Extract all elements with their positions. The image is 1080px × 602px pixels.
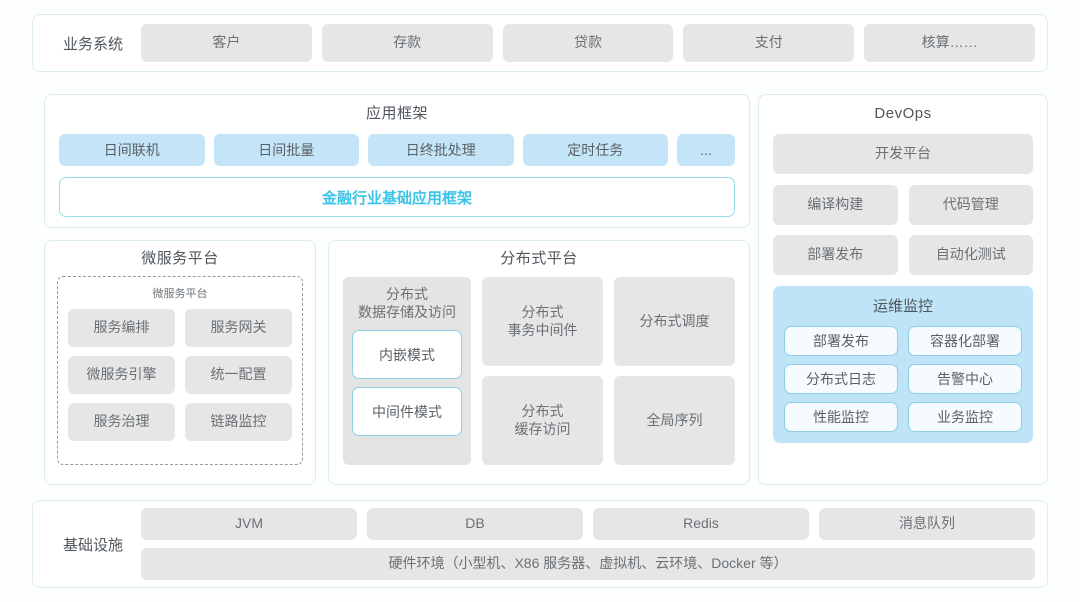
distributed-platform-body: 分布式 数据存储及访问 内嵌模式 中间件模式 分布式 事务中间件 分布式调度 分… bbox=[343, 277, 735, 465]
appframe-item-daytime-batch[interactable]: 日间批量 bbox=[213, 134, 359, 166]
infra-item-redis[interactable]: Redis bbox=[593, 508, 809, 540]
dist-cache-line1: 分布式 bbox=[521, 403, 564, 419]
devops-item-code-management[interactable]: 代码管理 bbox=[908, 185, 1033, 225]
application-framework-items: 日间联机 日间批量 日终批处理 定时任务 ... bbox=[59, 134, 735, 166]
ops-monitoring-title: 运维监控 bbox=[872, 298, 933, 315]
micro-item-microservice-engine[interactable]: 微服务引擎 bbox=[68, 356, 175, 394]
dist-storage-line1: 分布式 bbox=[386, 286, 428, 302]
application-framework-title: 应用框架 bbox=[365, 105, 428, 122]
microservice-platform-items: 服务编排 服务网关 微服务引擎 统一配置 服务治理 链路监控 bbox=[68, 309, 292, 441]
appframe-item-more[interactable]: ... bbox=[677, 134, 735, 166]
devops-item-automated-testing[interactable]: 自动化测试 bbox=[908, 235, 1033, 275]
business-item-customer[interactable]: 客户 bbox=[141, 24, 312, 62]
infrastructure-row: 基础设施 JVM DB Redis 消息队列 硬件环境（小型机、X86 服务器、… bbox=[32, 500, 1048, 588]
distributed-platform-items: 分布式 事务中间件 分布式调度 分布式 缓存访问 全局序列 bbox=[482, 277, 735, 465]
microservice-platform-inner-box: 微服务平台 服务编排 服务网关 微服务引擎 统一配置 服务治理 链路监控 bbox=[57, 276, 303, 465]
dist-tx-line1: 分布式 bbox=[521, 304, 564, 320]
dist-mode-middleware[interactable]: 中间件模式 bbox=[352, 387, 462, 436]
business-system-label: 业务系统 bbox=[62, 35, 123, 53]
application-framework-panel: 应用框架 日间联机 日间批量 日终批处理 定时任务 ... 金融行业基础应用框架 bbox=[44, 94, 750, 228]
infrastructure-content: JVM DB Redis 消息队列 硬件环境（小型机、X86 服务器、虚拟机、云… bbox=[141, 508, 1035, 580]
microservice-platform-inner-title: 微服务平台 bbox=[152, 288, 208, 300]
dist-item-transaction-middleware[interactable]: 分布式 事务中间件 bbox=[482, 277, 603, 366]
infra-item-message-queue[interactable]: 消息队列 bbox=[819, 508, 1035, 540]
business-item-payment[interactable]: 支付 bbox=[683, 24, 855, 62]
appframe-item-daytime-online[interactable]: 日间联机 bbox=[59, 134, 205, 166]
micro-item-trace-monitoring[interactable]: 链路监控 bbox=[185, 403, 292, 441]
dist-item-cache-access[interactable]: 分布式 缓存访问 bbox=[482, 376, 603, 465]
ops-item-business-monitoring[interactable]: 业务监控 bbox=[908, 402, 1022, 432]
devops-item-dev-platform[interactable]: 开发平台 bbox=[773, 134, 1033, 174]
business-item-deposit[interactable]: 存款 bbox=[321, 24, 493, 62]
micro-item-service-orchestration[interactable]: 服务编排 bbox=[68, 309, 175, 347]
micro-item-service-governance[interactable]: 服务治理 bbox=[68, 403, 175, 441]
devops-item-compile-build[interactable]: 编译构建 bbox=[773, 185, 898, 225]
dist-tx-line2: 事务中间件 bbox=[507, 321, 578, 338]
dist-cache-line2: 缓存访问 bbox=[514, 420, 571, 437]
ops-item-alert-center[interactable]: 告警中心 bbox=[908, 364, 1022, 394]
devops-panel: DevOps 开发平台 编译构建 代码管理 部署发布 自动化测试 运维监控 部署… bbox=[758, 94, 1048, 485]
infra-item-db[interactable]: DB bbox=[367, 508, 583, 540]
devops-title: DevOps bbox=[874, 105, 932, 122]
dist-item-global-sequence[interactable]: 全局序列 bbox=[614, 376, 735, 465]
microservice-platform-title: 微服务平台 bbox=[141, 250, 219, 267]
devops-items: 编译构建 代码管理 部署发布 自动化测试 bbox=[773, 185, 1033, 275]
ops-item-container-deploy[interactable]: 容器化部署 bbox=[908, 326, 1022, 356]
ops-item-deploy-release[interactable]: 部署发布 bbox=[784, 326, 898, 356]
ops-monitoring-items: 部署发布 容器化部署 分布式日志 告警中心 性能监控 业务监控 bbox=[784, 326, 1022, 432]
financial-base-framework-banner: 金融行业基础应用框架 bbox=[59, 177, 735, 217]
distributed-platform-title: 分布式平台 bbox=[500, 250, 578, 267]
ops-monitoring-box: 运维监控 部署发布 容器化部署 分布式日志 告警中心 性能监控 业务监控 bbox=[773, 286, 1033, 443]
distributed-data-storage-title: 分布式 数据存储及访问 bbox=[352, 286, 462, 321]
infra-item-jvm[interactable]: JVM bbox=[141, 508, 357, 540]
ops-item-distributed-log[interactable]: 分布式日志 bbox=[784, 364, 898, 394]
business-system-row: 业务系统 客户 存款 贷款 支付 核算…… bbox=[32, 14, 1048, 72]
micro-item-unified-config[interactable]: 统一配置 bbox=[185, 356, 292, 394]
business-item-loan[interactable]: 贷款 bbox=[502, 24, 674, 62]
dist-item-scheduling[interactable]: 分布式调度 bbox=[614, 277, 735, 366]
ops-item-performance-monitoring[interactable]: 性能监控 bbox=[784, 402, 898, 432]
infrastructure-hardware-environment[interactable]: 硬件环境（小型机、X86 服务器、虚拟机、云环境、Docker 等） bbox=[141, 548, 1035, 580]
distributed-platform-panel: 分布式平台 分布式 数据存储及访问 内嵌模式 中间件模式 分布式 事务中间件 分… bbox=[328, 240, 750, 485]
devops-item-deploy-release[interactable]: 部署发布 bbox=[773, 235, 898, 275]
infrastructure-items: JVM DB Redis 消息队列 bbox=[141, 508, 1035, 540]
microservice-platform-panel: 微服务平台 微服务平台 服务编排 服务网关 微服务引擎 统一配置 服务治理 链路… bbox=[44, 240, 316, 485]
micro-item-service-gateway[interactable]: 服务网关 bbox=[185, 309, 292, 347]
distributed-data-storage-column[interactable]: 分布式 数据存储及访问 内嵌模式 中间件模式 bbox=[343, 277, 471, 465]
business-system-items: 客户 存款 贷款 支付 核算…… bbox=[141, 24, 1035, 62]
dist-mode-embedded[interactable]: 内嵌模式 bbox=[352, 330, 462, 379]
infrastructure-label: 基础设施 bbox=[62, 536, 123, 554]
dist-storage-line2: 数据存储及访问 bbox=[358, 303, 456, 320]
business-item-accounting[interactable]: 核算…… bbox=[864, 24, 1035, 62]
appframe-item-eod-batch[interactable]: 日终批处理 bbox=[368, 134, 514, 166]
appframe-item-scheduled-task[interactable]: 定时任务 bbox=[522, 134, 668, 166]
